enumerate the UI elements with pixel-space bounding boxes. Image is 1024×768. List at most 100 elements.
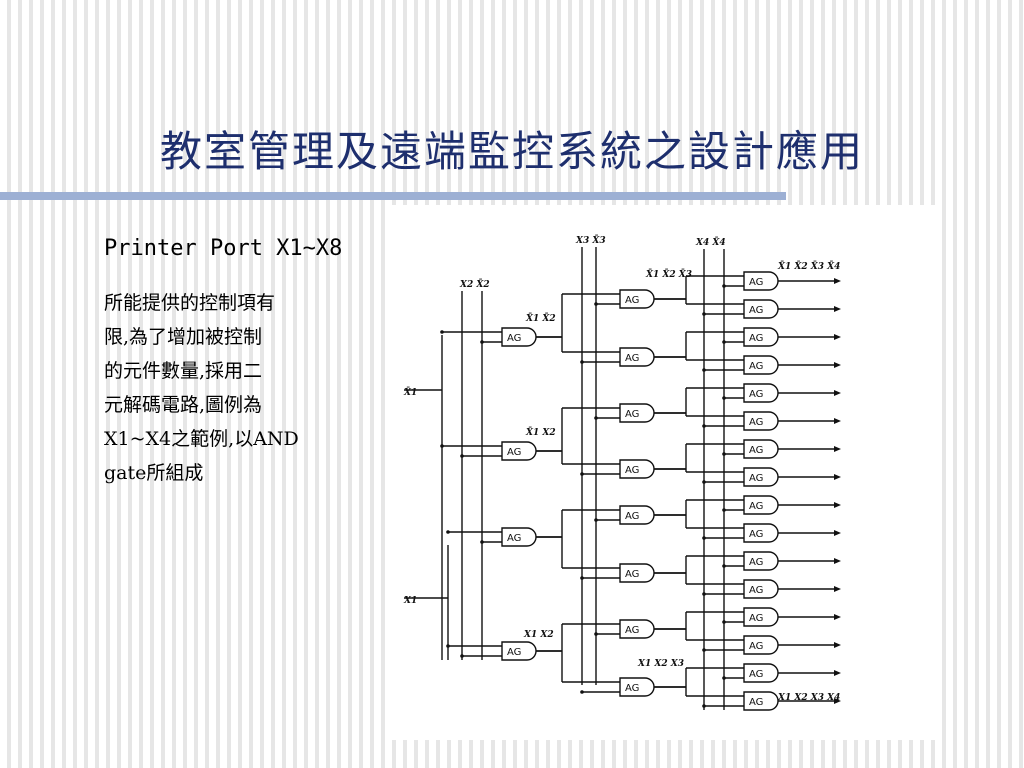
- description-line: 的元件數量,採用二: [104, 360, 263, 382]
- junction-dot: [722, 620, 726, 624]
- svg-text:AG: AG: [749, 333, 763, 344]
- and-gate: AG: [743, 495, 779, 515]
- junction-dot: [702, 648, 706, 652]
- output-arrow: [834, 586, 841, 592]
- output-arrow: [834, 390, 841, 396]
- svg-text:AG: AG: [625, 295, 639, 306]
- svg-text:AG: AG: [749, 585, 763, 596]
- junction-dot: [460, 654, 464, 658]
- output-label-bottom: X1 X2 X3 X4: [777, 693, 840, 703]
- output-arrow: [834, 642, 841, 648]
- junction-dot: [580, 690, 584, 694]
- junction-dot: [722, 676, 726, 680]
- and-gate: AG: [743, 439, 779, 459]
- and-gate: AG: [501, 641, 537, 661]
- junction-dot: [702, 312, 706, 316]
- and-gate: AG: [743, 551, 779, 571]
- and-gate: AG: [743, 635, 779, 655]
- term-label: X̄1 X̄2: [525, 312, 556, 324]
- output-label-top: X̄1 X̄2 X̄3 X̄4: [777, 260, 840, 272]
- junction-dot: [480, 340, 484, 344]
- and-gate: AG: [619, 563, 655, 583]
- input-label-x3-pair: X3 X̄3: [575, 234, 606, 246]
- term-label: X̄1 X̄2 X̄3: [645, 268, 692, 280]
- svg-text:AG: AG: [749, 361, 763, 372]
- output-arrow: [834, 502, 841, 508]
- junction-dot: [446, 644, 450, 648]
- junction-dot: [594, 416, 598, 420]
- output-arrow: [834, 362, 841, 368]
- input-label-x1: X1: [403, 596, 417, 606]
- and-gate: AG: [619, 619, 655, 639]
- svg-text:AG: AG: [749, 669, 763, 680]
- junction-dot: [594, 632, 598, 636]
- junction-dot: [440, 330, 444, 334]
- svg-text:AG: AG: [749, 389, 763, 400]
- svg-text:AG: AG: [749, 277, 763, 288]
- input-label-x1-bar: X̄1: [403, 386, 417, 398]
- and-gate: AG: [743, 327, 779, 347]
- and-gate: AG: [743, 523, 779, 543]
- and-gate: AG: [619, 505, 655, 525]
- svg-text:AG: AG: [625, 409, 639, 420]
- input-label-x2-pair: X2 X̄2: [459, 278, 490, 290]
- title-underline: [0, 192, 786, 200]
- output-arrow: [834, 558, 841, 564]
- and-gate: AG: [619, 289, 655, 309]
- output-arrow: [834, 306, 841, 312]
- term-label: X1 X2: [523, 630, 554, 640]
- description-line: X1~X4之範例,以AND: [104, 428, 299, 450]
- svg-text:AG: AG: [749, 613, 763, 624]
- junction-dot: [722, 396, 726, 400]
- junction-dot: [722, 508, 726, 512]
- svg-text:AG: AG: [625, 569, 639, 580]
- svg-text:AG: AG: [625, 625, 639, 636]
- description-line: 元解碼電路,圖例為: [104, 394, 263, 416]
- svg-text:AG: AG: [749, 473, 763, 484]
- svg-text:AG: AG: [625, 353, 639, 364]
- junction-dot: [580, 576, 584, 580]
- svg-text:AG: AG: [749, 417, 763, 428]
- svg-text:AG: AG: [625, 683, 639, 694]
- junction-dot: [702, 704, 706, 708]
- junction-dot: [460, 454, 464, 458]
- output-arrow: [834, 670, 841, 676]
- junction-dot: [702, 480, 706, 484]
- output-arrow: [834, 278, 841, 284]
- and-gate: AG: [501, 327, 537, 347]
- description-line: 所能提供的控制項有: [104, 292, 276, 314]
- svg-text:AG: AG: [749, 305, 763, 316]
- term-label: X̄1 X2: [525, 426, 556, 438]
- and-gate: AG: [743, 271, 779, 291]
- junction-dot: [722, 284, 726, 288]
- and-gate: AG: [501, 441, 537, 461]
- junction-dot: [446, 530, 450, 534]
- and-gate: AG: [501, 527, 537, 547]
- decoder-diagram-panel: AG AG AG AG AG AG AG AG AG AG AG AG AG AG AG AG AG AG AG AG…: [386, 205, 942, 740]
- term-label: X1 X2 X3: [637, 659, 684, 669]
- and-gate: AG: [743, 691, 779, 711]
- svg-text:AG: AG: [507, 447, 521, 458]
- junction-dot: [722, 340, 726, 344]
- and-gate: AG: [619, 403, 655, 423]
- and-gate: AG: [743, 383, 779, 403]
- svg-text:AG: AG: [507, 533, 521, 544]
- and-gate: AG: [743, 299, 779, 319]
- junction-dot: [594, 518, 598, 522]
- output-arrow: [834, 698, 841, 704]
- junction-dot: [594, 302, 598, 306]
- and-gate: AG: [743, 355, 779, 375]
- output-arrow: [834, 446, 841, 452]
- svg-text:AG: AG: [749, 501, 763, 512]
- junction-dot: [702, 592, 706, 596]
- junction-dot: [702, 368, 706, 372]
- output-arrow: [834, 418, 841, 424]
- svg-text:AG: AG: [749, 641, 763, 652]
- description-text: 所能提供的控制項有 限,為了增加被控制 的元件數量,採用二 元解碼電路,圖例為 …: [104, 286, 366, 490]
- svg-text:AG: AG: [625, 511, 639, 522]
- svg-text:AG: AG: [749, 445, 763, 456]
- junction-dot: [580, 360, 584, 364]
- input-label-x4-pair: X4 X̄4: [695, 236, 726, 248]
- output-arrow: [834, 474, 841, 480]
- output-arrow: [834, 530, 841, 536]
